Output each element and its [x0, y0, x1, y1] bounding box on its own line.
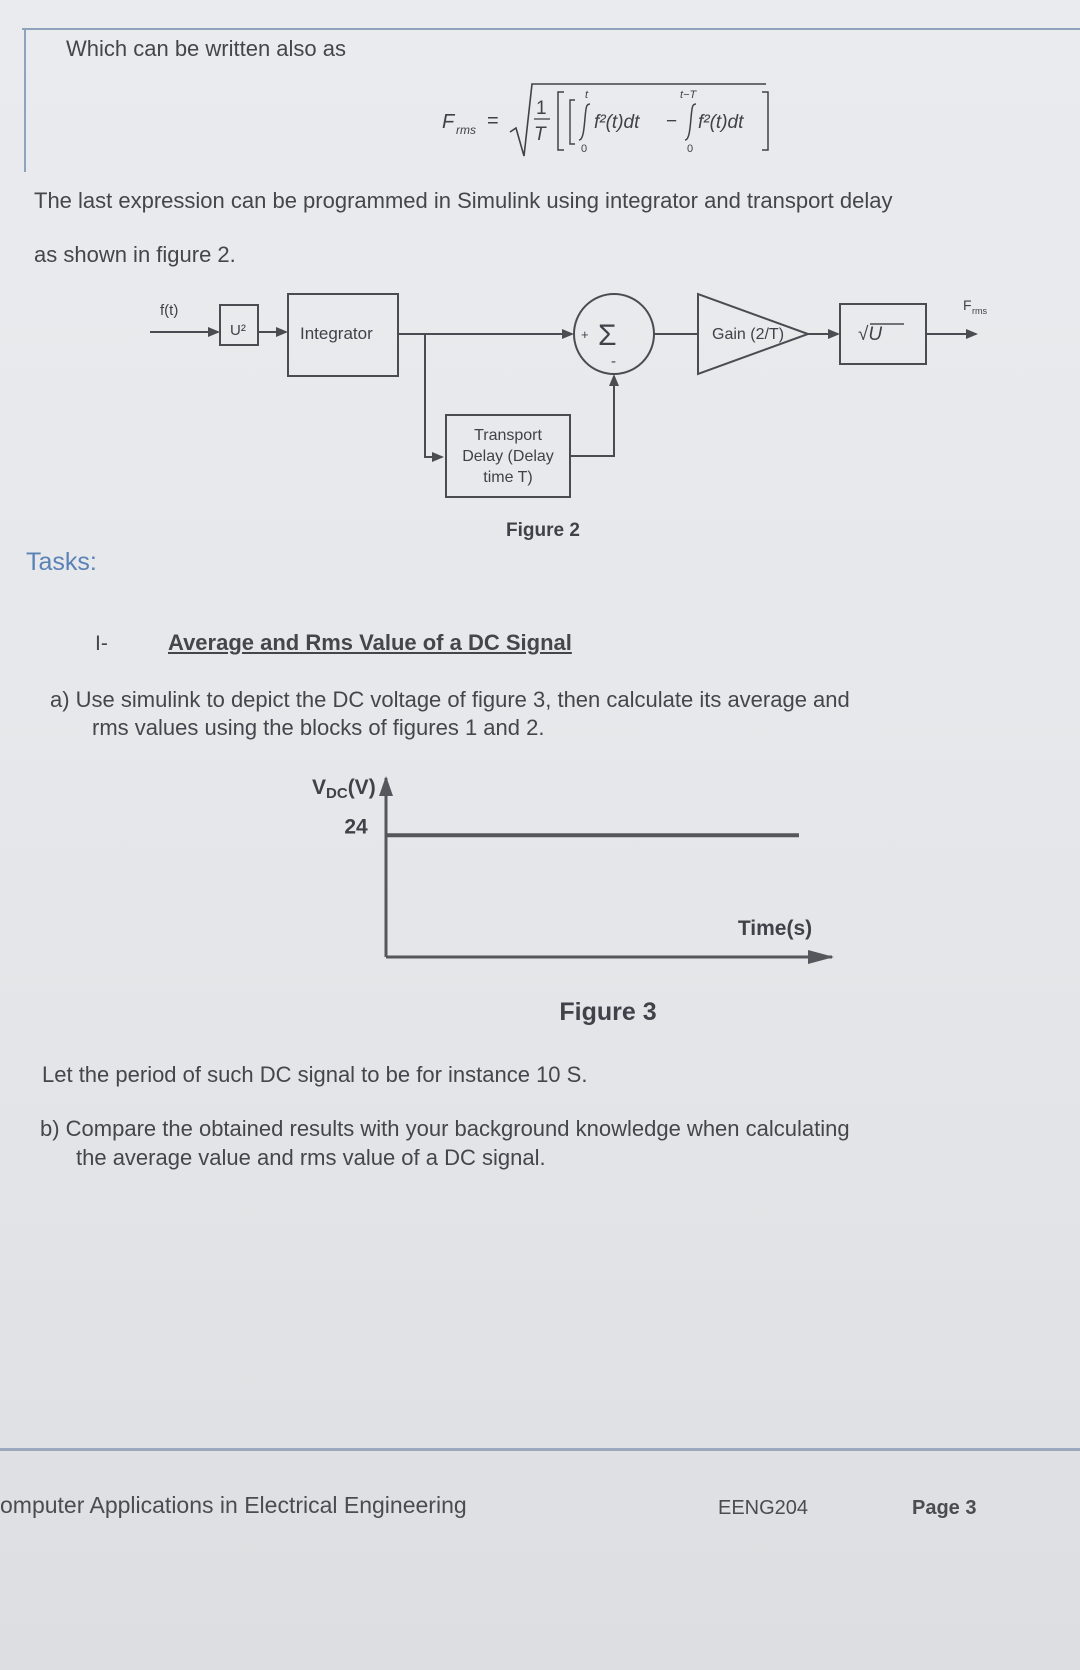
- figure2-block-diagram: f(t) U² Integrator Σ + - Transport Delay…: [150, 292, 987, 541]
- sum-symbol: Σ: [598, 319, 617, 352]
- footer-course-code: EENG204: [718, 1497, 809, 1519]
- formula-fraction-num: 1: [536, 98, 547, 119]
- formula-int1-upper: t: [585, 89, 589, 101]
- task-b-line2: the average value and rms value of a DC …: [76, 1145, 546, 1170]
- inner-bracket-left: [569, 99, 575, 145]
- delay-label-line2: Delay (Delay: [462, 448, 554, 465]
- y-axis-label: VDC(V): [312, 776, 376, 802]
- integral-sign-2: [684, 103, 697, 141]
- page-border-top: [22, 28, 1080, 30]
- sqrt-block-label: √U: [858, 324, 882, 345]
- output-label-frms: F: [963, 297, 972, 313]
- formula-integrand1: f²(t)dt: [594, 112, 640, 133]
- sum-plus-sign: +: [581, 327, 589, 342]
- task-a-line2: rms values using the blocks of figures 1…: [92, 715, 545, 740]
- y-axis-label-symbol: V: [312, 776, 326, 799]
- section-number: I-: [95, 632, 108, 655]
- formula-int2-upper: t−T: [680, 89, 697, 101]
- outer-bracket-right: [762, 91, 769, 151]
- figure3-caption: Figure 3: [559, 998, 656, 1026]
- sqrt-block: [839, 303, 927, 365]
- y-tick-label: 24: [344, 815, 368, 838]
- section-title: Average and Rms Value of a DC Signal: [168, 630, 572, 655]
- tasks-heading: Tasks:: [26, 548, 97, 576]
- gain-block: [697, 292, 811, 376]
- sqrt-radical: [509, 83, 766, 157]
- delay-label-line3: time T): [483, 469, 532, 486]
- formula-int2-lower: 0: [687, 143, 693, 155]
- x-axis-label: Time(s): [738, 917, 812, 940]
- delay-label-line1: Transport: [474, 427, 542, 444]
- formula-minus: −: [666, 111, 677, 132]
- formula-integrand2: f²(t)dt: [698, 112, 744, 133]
- output-label-sub: rms: [972, 306, 987, 316]
- formula-lhs: F: [442, 111, 456, 133]
- square-block-label: U²: [230, 322, 246, 339]
- intro-line: Which can be written also as: [66, 36, 347, 61]
- period-line: Let the period of such DC signal to be f…: [42, 1062, 588, 1087]
- task-b-line1: b) Compare the obtained results with you…: [40, 1116, 850, 1141]
- figure3-dc-chart: VDC(V) 24 Time(s) Figure 3: [312, 776, 834, 1026]
- formula-lhs-sub: rms: [456, 123, 476, 137]
- rms-formula: F rms = 1 T t 0 f²(t)dt − t−T 0 f²(t)dt: [442, 83, 769, 157]
- task-a-line1: a) Use simulink to depict the DC voltage…: [50, 687, 850, 712]
- gain-block-label: Gain (2/T): [712, 326, 784, 343]
- page-border-left: [24, 28, 26, 172]
- footer-divider: [0, 1448, 1080, 1451]
- square-block: [219, 304, 259, 346]
- input-label-ft: f(t): [160, 302, 178, 319]
- outer-bracket-left: [557, 91, 564, 151]
- y-axis-label-sub: DC: [326, 785, 348, 802]
- y-axis-label-unit: (V): [348, 776, 376, 799]
- formula-fraction-den: T: [534, 124, 547, 145]
- paragraph1-line1: The last expression can be programmed in…: [34, 188, 893, 213]
- footer-page-number: Page 3: [912, 1497, 977, 1519]
- sum-minus-sign: -: [611, 353, 616, 370]
- figure2-caption: Figure 2: [506, 520, 580, 541]
- formula-int1-lower: 0: [581, 143, 587, 155]
- footer-course-title: omputer Applications in Electrical Engin…: [0, 1492, 467, 1518]
- paragraph1-line2: as shown in figure 2.: [34, 242, 236, 267]
- integral-sign-1: [578, 103, 591, 141]
- integrator-block-label: Integrator: [300, 324, 373, 343]
- formula-equals: =: [487, 110, 499, 132]
